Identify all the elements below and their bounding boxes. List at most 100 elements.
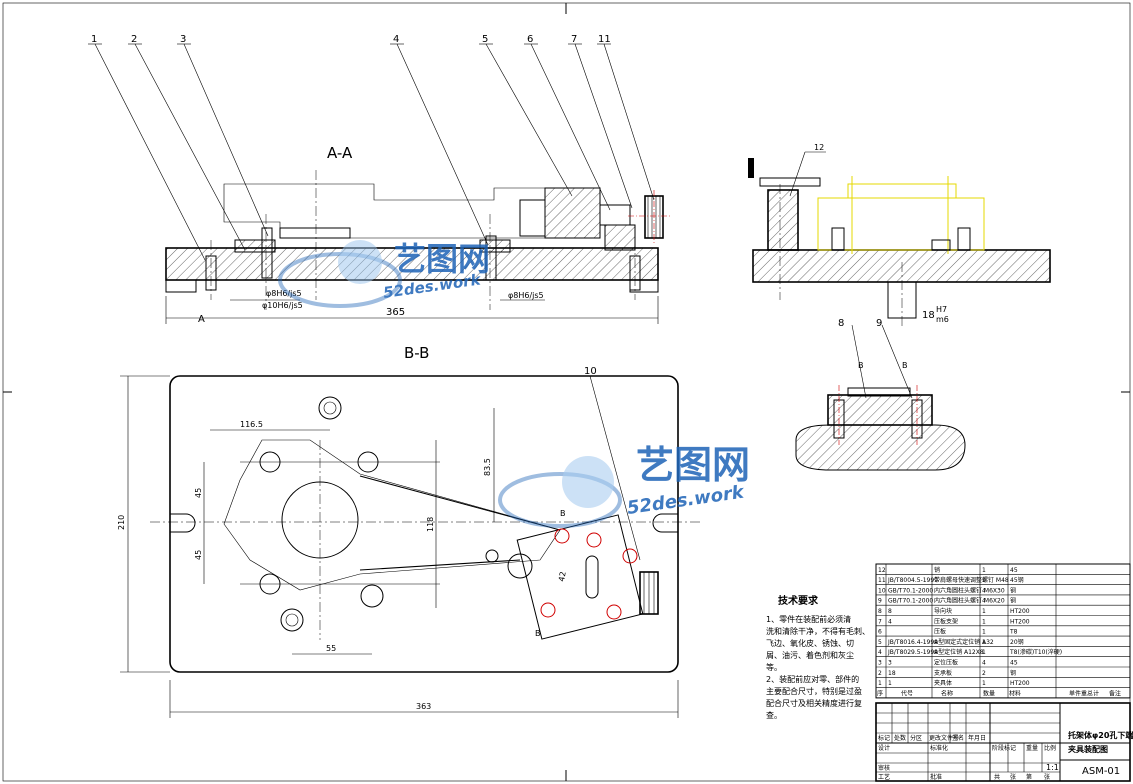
- bb-cut-b1: B: [560, 509, 566, 518]
- bom-cell: 2: [982, 670, 986, 677]
- bom-cell: GB/T70.1-2000: [888, 587, 933, 594]
- bb-dim-45b: 45: [194, 550, 203, 560]
- bom-header-cell: 单件重: [1069, 689, 1087, 697]
- bom-cell: 20钢: [1010, 638, 1024, 646]
- bom-cell: 4: [982, 587, 986, 594]
- balloon-1: 1: [91, 34, 97, 45]
- tb-label-11: 审核: [878, 764, 890, 772]
- bom-cell: 1: [982, 629, 986, 636]
- bom-cell: 销: [934, 566, 940, 574]
- bom-cell: 定位压板: [934, 659, 958, 667]
- bom-cell: 1: [982, 649, 986, 656]
- aa-balloons: 1 2 3 4 5 6 7 11: [88, 34, 655, 261]
- aa-fit-2: φ10H6/js5: [262, 301, 303, 310]
- bom-cell: JB/T8029.5-1999: [887, 649, 938, 656]
- bom-cell: HT200: [1010, 608, 1030, 615]
- bom-cell: 11: [878, 577, 886, 584]
- bb-dim-363: 363: [416, 702, 431, 711]
- section-bb-view: B-B B B: [117, 344, 700, 718]
- tb-label-3: 更改文件号: [929, 734, 959, 742]
- balloon-6: 6: [527, 34, 533, 45]
- title-scale: 1:1: [1046, 763, 1059, 772]
- bom-cell: 内六角圆柱头螺钉 M6X20: [934, 597, 1005, 605]
- bom-cell: 8: [888, 608, 892, 615]
- side-view: 18 H7 m6 12: [748, 143, 1051, 326]
- bom-cell: HT200: [1010, 680, 1030, 687]
- section-b-small: 8 9 B B: [795, 318, 966, 471]
- notes-line-4: 屑、油污、着色剂和灰尘: [766, 650, 854, 660]
- bom-cell: 4: [888, 618, 892, 625]
- aa-fit-1: φ8H6/js5: [266, 289, 302, 298]
- balloon-5: 5: [482, 34, 488, 45]
- balloon-11: 11: [598, 34, 611, 45]
- tb-label-7: 标准化: [930, 744, 948, 752]
- bom-cell: 45: [1010, 567, 1018, 574]
- bom-cell: 4: [982, 598, 986, 605]
- tb-label-17: 张: [1044, 773, 1050, 781]
- bom-cell: 支承板: [934, 669, 952, 677]
- bom-header-cell: 代号: [901, 689, 913, 697]
- bb-cut-b2: B: [535, 629, 541, 638]
- notes-title: 技术要求: [778, 594, 819, 607]
- balloon-4: 4: [393, 34, 399, 45]
- bom-header-cell: 总计: [1087, 689, 1099, 697]
- side-fit: 18: [922, 310, 935, 321]
- notes-line-8: 配合尺寸及相关精度进行复: [766, 698, 862, 708]
- bb-dim-42: 42: [557, 571, 568, 583]
- balloon-9: 9: [876, 318, 882, 329]
- balloon-2: 2: [131, 34, 137, 45]
- bb-dim-55: 55: [326, 644, 336, 653]
- title-block: 托架体φ20孔下端面 夹具装配图 ASM-01 1:1 标记 处数 分区 更改文…: [875, 702, 1133, 782]
- bom-cell: HT200: [1010, 618, 1030, 625]
- bom-cell: 带肩螺母快速调整螺钉 M48: [934, 576, 1009, 584]
- tb-label-8: 阶段标记: [992, 744, 1016, 752]
- watermark-cn-1: 艺图网: [394, 240, 490, 278]
- bom-cell: 8: [878, 608, 882, 615]
- bb-dim-118: 118: [426, 517, 435, 532]
- tb-label-14: 共: [994, 773, 1000, 781]
- bom-cell: 3: [888, 660, 892, 667]
- bb-dim-210: 210: [117, 515, 126, 530]
- section-aa-title: A-A: [327, 144, 353, 162]
- bom-cell: 4: [878, 649, 882, 656]
- bom-cell: 夹具体: [934, 679, 952, 687]
- bom-cell: T8: [1009, 629, 1018, 636]
- tb-label-10: 比例: [1044, 744, 1056, 752]
- title-part-2: 夹具装配图: [1068, 744, 1108, 754]
- bom-cell: 45: [1010, 660, 1018, 667]
- notes-line-7: 主要配合尺寸，特别是过盈: [766, 686, 862, 696]
- tb-label-6: 设计: [878, 744, 890, 752]
- bom-cell: T8(渗碳)T10(淬硬): [1009, 648, 1062, 656]
- notes-line-1: 1、零件在装配前必须清: [766, 614, 851, 624]
- bom-header-cell: 名称: [941, 689, 953, 697]
- bom-cell: 10: [878, 587, 886, 594]
- bom-cell: 6: [878, 629, 882, 636]
- side-fit-h: H7: [936, 305, 947, 314]
- bom-cell: 1: [982, 680, 986, 687]
- bom-cell: 压板: [934, 628, 946, 636]
- bom-cell: A型定位销 A12X8: [934, 648, 984, 656]
- watermark-cn-2: 艺图网: [636, 443, 750, 487]
- bom-cell: 3: [878, 660, 882, 667]
- notes-line-3: 飞边、氧化皮、锈蚀、切: [766, 638, 854, 648]
- notes-line-5: 等。: [766, 662, 782, 672]
- bom-cell: 导向块: [934, 607, 952, 615]
- balloon-12: 12: [814, 143, 824, 152]
- bom-cell: 5: [878, 639, 882, 646]
- tb-label-9: 重量: [1026, 744, 1038, 752]
- tb-label-12: 工艺: [878, 773, 890, 781]
- section-aa-view: A-A: [165, 144, 670, 325]
- tb-label-15: 张: [1010, 773, 1016, 781]
- tb-label-2: 分区: [910, 734, 922, 742]
- title-drawing-no: ASM-01: [1082, 766, 1120, 777]
- bom-cell: JB/T8004.5-1999: [887, 577, 938, 584]
- technical-notes: 技术要求 1、零件在装配前必须清 洗和清除干净，不得有毛刺、 飞边、氧化皮、锈蚀…: [766, 594, 870, 720]
- bom-cell: 4: [982, 660, 986, 667]
- tb-label-13: 批准: [930, 773, 942, 781]
- bb-dim-45a: 45: [194, 488, 203, 498]
- notes-line-2: 洗和清除干净，不得有毛刺、: [766, 626, 870, 636]
- aa-cut-a: A: [198, 314, 205, 325]
- side-fit-m: m6: [936, 315, 949, 324]
